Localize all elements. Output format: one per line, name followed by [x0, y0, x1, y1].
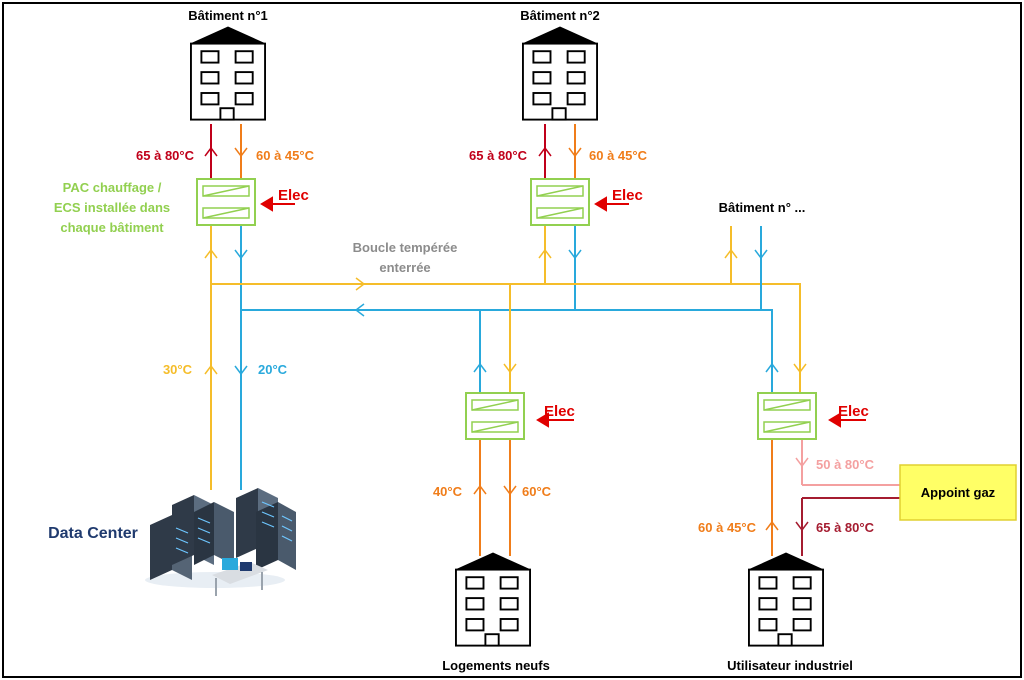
heat-pump-logements	[465, 392, 525, 440]
elec-label-logements: Elec	[544, 403, 575, 420]
data-center-icon	[145, 488, 296, 596]
building-industriel-icon	[748, 551, 824, 647]
appoint-gaz-box	[899, 464, 1017, 521]
elec-label-b2: Elec	[612, 187, 643, 204]
b2-supply-temp: 65 à 80°C	[469, 148, 528, 163]
b1-return-temp: 60 à 45°C	[256, 148, 315, 163]
flow-arrows	[204, 146, 809, 532]
pac-label-line-3: chaque bâtiment	[60, 220, 164, 235]
industriel-label: Utilisateur industriel	[727, 658, 853, 673]
dc-cold-temp: 20°C	[258, 362, 288, 377]
building-2-label: Bâtiment n°2	[520, 8, 600, 23]
loop-label-line-1: Boucle tempérée	[353, 240, 458, 255]
heat-pump-industriel	[757, 392, 817, 440]
loop-label-line-2: enterrée	[379, 260, 430, 275]
pac-label-line-1: PAC chauffage /	[63, 180, 162, 195]
pac-label-line-2: ECS installée dans	[54, 200, 170, 215]
heat-pump-batiment-1	[196, 178, 256, 226]
heat-pump-batiment-2	[530, 178, 590, 226]
building-n-label: Bâtiment n° ...	[719, 200, 806, 215]
data-center-label: Data Center	[48, 525, 138, 542]
logements-left-temp: 40°C	[433, 484, 463, 499]
building-logements-icon	[455, 551, 531, 647]
industriel-top-temp: 50 à 80°C	[816, 457, 875, 472]
b1-supply-temp: 65 à 80°C	[136, 148, 195, 163]
building-1-label: Bâtiment n°1	[188, 8, 268, 23]
dc-warm-temp: 30°C	[163, 362, 193, 377]
elec-label-industriel: Elec	[838, 403, 869, 420]
elec-label-b1: Elec	[278, 187, 309, 204]
logements-right-temp: 60°C	[522, 484, 552, 499]
b2-return-temp: 60 à 45°C	[589, 148, 648, 163]
industriel-bottom-temp: 65 à 80°C	[816, 520, 875, 535]
appoint-gaz-label: Appoint gaz	[921, 485, 996, 500]
building-2-icon	[522, 25, 598, 121]
building-1-icon	[190, 25, 266, 121]
industriel-left-temp: 60 à 45°C	[698, 520, 757, 535]
logements-label: Logements neufs	[442, 658, 550, 673]
elec-arrows	[260, 196, 866, 428]
